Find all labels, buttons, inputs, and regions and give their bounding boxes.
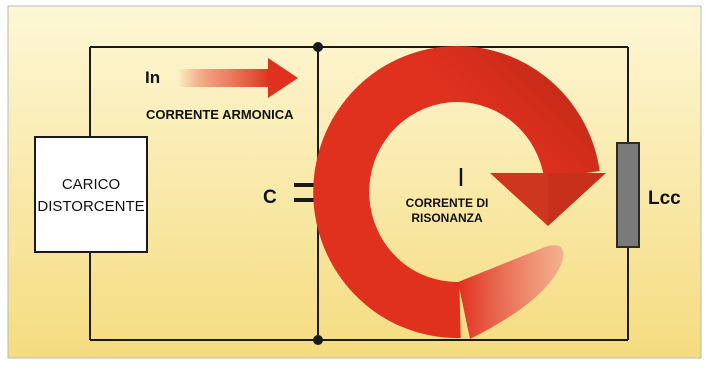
resonance-label-line2: RISONANZA <box>411 211 483 225</box>
harmonic-current-label: CORRENTE ARMONICA <box>146 107 294 122</box>
capacitor-label: C <box>263 187 277 208</box>
resonance-label-line1: CORRENTE DI <box>406 196 489 210</box>
junction-dot-bottom <box>313 335 323 345</box>
junction-dot-top <box>313 42 323 52</box>
harmonic-current-arrow <box>178 58 298 98</box>
load-label-line1: CARICO <box>62 176 120 193</box>
inductor-symbol <box>616 142 640 248</box>
distorting-load-box <box>34 136 148 253</box>
resonance-loop-arrow <box>313 46 606 339</box>
resonance-current-symbol: I <box>457 162 464 192</box>
inductor-label: Lcc <box>648 188 681 209</box>
load-label-line2: DISTORCENTE <box>37 198 144 215</box>
harmonic-current-symbol: In <box>145 68 160 87</box>
